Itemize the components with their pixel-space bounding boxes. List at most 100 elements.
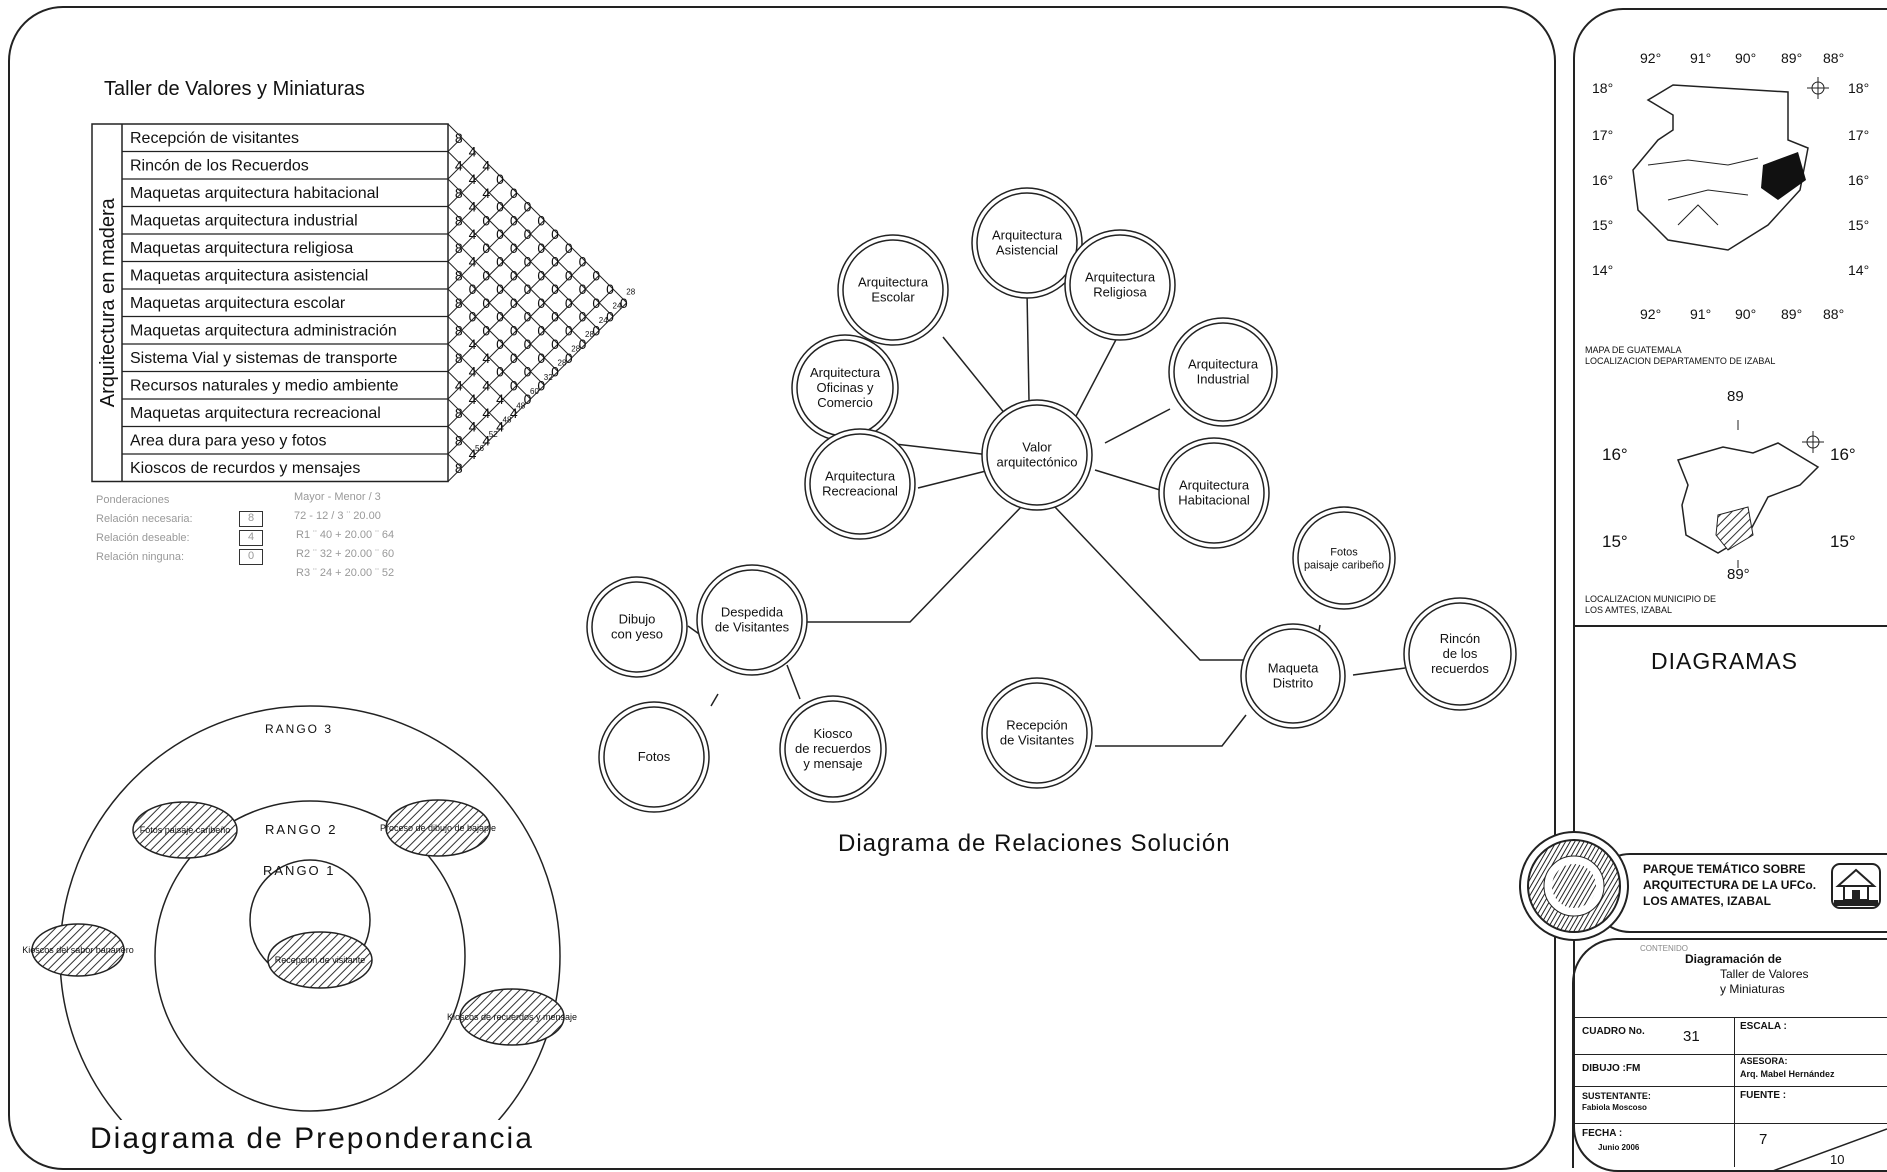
matrix-total: 28 [571,344,580,353]
matrix-cell-value: 4 [482,432,490,448]
matrix-row-label: Recursos naturales y medio ambiente [130,378,399,395]
matrix-cell-value: 4 [455,377,463,393]
matrix-row-label: Maquetas arquitectura religiosa [130,240,353,257]
section-title: DIAGRAMAS [1651,648,1799,674]
relations-title: Diagrama de Relaciones Solución [838,830,1231,857]
fecha-value: Junio 2006 [1598,1143,1640,1152]
legend-calc-line: 72 - 12 / 3 ¨ 20.00 [294,510,381,522]
escala-label: ESCALA : [1740,1021,1787,1032]
matrix-cell-value: 0 [524,309,532,325]
matrix-total: 28 [585,330,594,339]
matrix-row-label: Recepción de visitantes [130,130,299,147]
matrix-triangle [447,123,628,482]
map2-caption: LOCALIZACION MUNICIPIO DE [1585,594,1717,604]
matrix-cell-value: 0 [551,309,559,325]
range-3-ring [59,705,561,1120]
matrix-row-label: Maquetas arquitectura escolar [130,295,346,312]
matrix-cell-value: 0 [510,267,518,283]
matrix-cell-value: 8 [455,240,463,256]
matrix-total: 56 [475,444,484,453]
matrix-cell-value: 0 [524,391,532,407]
matrix-cell-value: 0 [469,309,477,325]
dibujo-label: DIBUJO :FM [1582,1063,1641,1074]
map1-lat-left: 14° [1592,262,1614,278]
matrix-cell-value: 0 [469,281,477,297]
matrix-cell-value: 0 [524,226,532,242]
matrix-cell-value: 0 [496,254,504,270]
svg-text:Fotos paisaje caribeño: Fotos paisaje caribeño [140,825,231,835]
matrix-cell-value: 0 [537,295,545,311]
node-label: Fotos [638,749,671,764]
map2-bottom-label: 89° [1727,566,1750,583]
matrix-cell-value: 0 [551,336,559,352]
los-amates-highlight [1715,506,1754,551]
matrix-cell-value: 0 [510,185,518,201]
matrix-row-label: Area dura para yeso y fotos [130,433,327,450]
map1-lon-bottom: 89° [1781,306,1803,322]
item-fotos-paisaje: Fotos paisaje caribeño [132,801,238,859]
matrix-cell-value: 0 [579,309,587,325]
sheet-total: 10 [1830,1152,1845,1167]
matrix-cell-value: 4 [469,446,477,462]
izabal-shape [1676,442,1820,554]
contenido-line: y Miniaturas [1720,982,1785,996]
house-logo-icon [1831,863,1881,909]
matrix-cell-value: 0 [592,267,600,283]
matrix-cell-value: 0 [537,350,545,366]
map1-lon-top: 88° [1823,50,1845,66]
matrix-cell-value: 8 [455,322,463,338]
matrix-cell-value: 0 [510,212,518,228]
matrix-cell-value: 0 [537,212,545,228]
map2-right-top: 16° [1830,445,1856,464]
matrix-row-label: Maquetas arquitectura recreacional [130,405,381,422]
map2-left-top: 16° [1602,445,1628,464]
legend-item-label: Relación necesaria: [96,513,193,525]
legend-item-value: 4 [239,530,263,546]
item-kioscos-recuerdos: Kioscos de recuerdos y mensaje [447,988,577,1046]
preponderance-title: Diagrama de Preponderancia [90,1122,534,1155]
asesora-value: Arq. Mabel Hernández [1740,1069,1835,1079]
matrix-cell-value: 0 [482,212,490,228]
matrix-row-label: Maquetas arquitectura administración [130,323,397,340]
titleblock-divider [1574,625,1887,627]
fecha-label: FECHA : [1582,1128,1623,1139]
map1-lat-right: 16° [1848,172,1870,188]
sheet-divider [1770,1128,1887,1172]
matrix-cell-value: 4 [469,144,477,160]
map1-lat-right: 17° [1848,127,1870,143]
matrix-cell-value: 0 [606,281,614,297]
map1-lat-left: 17° [1592,127,1614,143]
matrix-total: 24 [599,316,608,325]
svg-text:Recepcion de visitante: Recepcion de visitante [275,955,366,965]
sustentante-label: SUSTENTANTE: [1582,1091,1651,1101]
main-frame [8,6,1556,1170]
range-2-ring [154,800,466,1112]
contenido-box [1572,938,1887,1168]
map2-caption: LOS AMTES, IZABAL [1585,605,1673,615]
matrix-cell-value: 0 [510,322,518,338]
item-proceso-dibujo: Proceso de dibujo de bajapie [380,799,496,857]
matrix-cell-value: 0 [496,199,504,215]
matrix-row-label: Sistema Vial y sistemas de transporte [130,350,397,367]
map1-lon-bottom: 90° [1735,306,1757,322]
guatemala-shape [1632,84,1809,251]
range-1-label: RANGO 1 [263,863,336,878]
matrix-cell-value: 0 [551,364,559,380]
map-guatemala [1632,77,1829,251]
